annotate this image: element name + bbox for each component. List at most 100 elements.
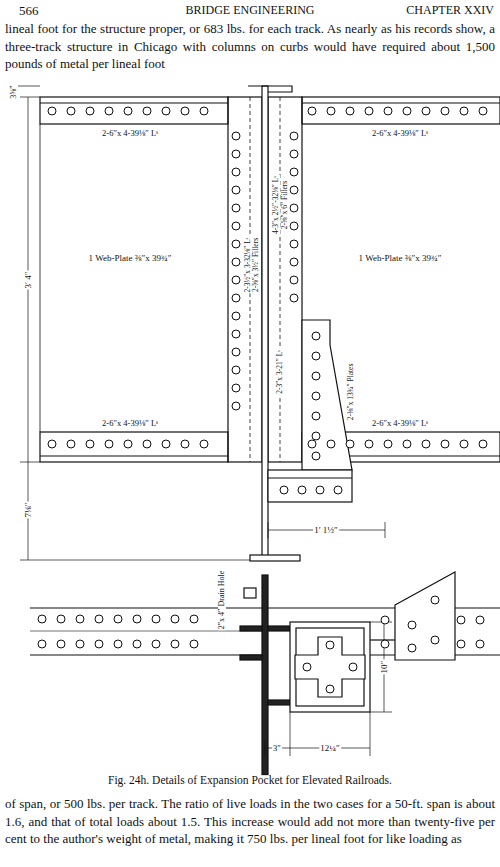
drawing-stroke [240,655,262,660]
drawing-stroke [302,102,500,103]
dimension-label: 2-⅜″x 13¾″ Plates [347,363,355,422]
rivet-hole [57,615,65,623]
rivet-hole [290,204,298,212]
drawing-stroke [244,588,256,598]
drawing-stroke [280,97,281,462]
drawing-stroke [40,124,41,432]
drawing-stroke [228,97,262,462]
drawing-stroke [295,637,365,697]
dimension-label: 2-3½″x 3-32⅛″ Lˢ [244,237,252,294]
dimension-label: 2-6″x 4-39⅛″ Lˢ [371,419,429,428]
rivet-hole [327,107,335,115]
rivet-hole [326,641,334,649]
rivet-hole [162,440,170,448]
drawing-stroke [20,97,40,98]
rivet-hole [200,107,208,115]
running-head: 566 [18,4,40,17]
dimension-label: 3′ 4″ [24,271,33,290]
drawing-stroke [248,86,292,92]
rivet-hole [312,412,320,420]
rivet-hole [326,685,334,693]
drawing-stroke [395,572,455,660]
rivet-hole [308,440,316,448]
dimension-label: 12¼″ [319,744,341,753]
rivet-hole [232,312,240,320]
rivet-hole [290,276,298,284]
dimension-label: 7⅛″ [24,502,33,519]
drawing-stroke [302,97,500,124]
dimension-label: 2-6″x 4-39⅛″ Lˢ [101,419,159,428]
body-paragraph: lineal foot for the structure proper, or… [5,20,495,73]
drawing-stroke [268,700,290,705]
drawing-stroke [385,522,386,538]
rivet-hole [290,186,298,194]
rivet-hole [114,615,122,623]
rivet-hole [431,596,439,604]
rivet-hole [105,107,113,115]
rivet-hole [114,640,122,648]
rivet-hole [48,107,56,115]
rivet-hole [312,332,320,340]
rivet-hole [190,640,198,648]
rivet-hole [290,222,298,230]
rivet-hole [38,640,46,648]
rivet-hole [408,621,416,629]
drawing-stroke [40,102,228,103]
rivet-hole [232,330,240,338]
rivet-hole [349,663,357,671]
rivet-hole [181,440,189,448]
rivet-hole [303,663,311,671]
rivet-hole [476,640,484,648]
rivet-hole [403,107,411,115]
rivet-hole [365,440,373,448]
rivet-hole [76,640,84,648]
drawing-stroke [290,712,291,756]
rivet-hole [280,486,288,494]
rivet-hole [346,440,354,448]
drawing-stroke [40,455,228,456]
rivet-hole [298,486,306,494]
dimension-label: 2-6″x 4-39⅛″ Lˢ [101,129,159,138]
rivet-hole [384,107,392,115]
rivet-hole [133,640,141,648]
rivet-hole [190,615,198,623]
rivet-hole [408,644,416,652]
rivet-hole [86,107,94,115]
rivet-hole [232,168,240,176]
rivet-hole [365,107,373,115]
drawing-stroke [250,555,300,561]
rivet-hole [232,348,240,356]
rivet-hole [124,440,132,448]
rivet-hole [232,186,240,194]
rivet-hole [95,615,103,623]
running-head: CHAPTER XXIV [405,4,495,16]
drawing-stroke [20,560,250,561]
rivet-hole [381,640,389,648]
rivet-hole [67,440,75,448]
rivet-hole [38,615,46,623]
rivet-hole [476,616,484,624]
dimension-label: 10″ [380,660,389,675]
drawing-stroke [30,631,262,632]
pocket-plan-section [30,572,500,775]
drawing-stroke [265,740,266,756]
rivet-hole [232,222,240,230]
rivet-hole [86,440,94,448]
rivet-hole [290,294,298,302]
rivet-hole [181,107,189,115]
rivet-hole [422,440,430,448]
rivet-hole [143,107,151,115]
rivet-hole [133,615,141,623]
rivet-hole [460,440,468,448]
rivet-hole [232,366,240,374]
drawing-stroke [268,522,269,538]
rivet-hole [67,107,75,115]
rivet-hole [76,615,84,623]
rivet-hole [346,107,354,115]
drawing-stroke [268,477,352,478]
rivet-hole [232,384,240,392]
rivet-hole [312,352,320,360]
drawing-stroke [268,97,302,462]
drawing-stroke [20,462,40,463]
